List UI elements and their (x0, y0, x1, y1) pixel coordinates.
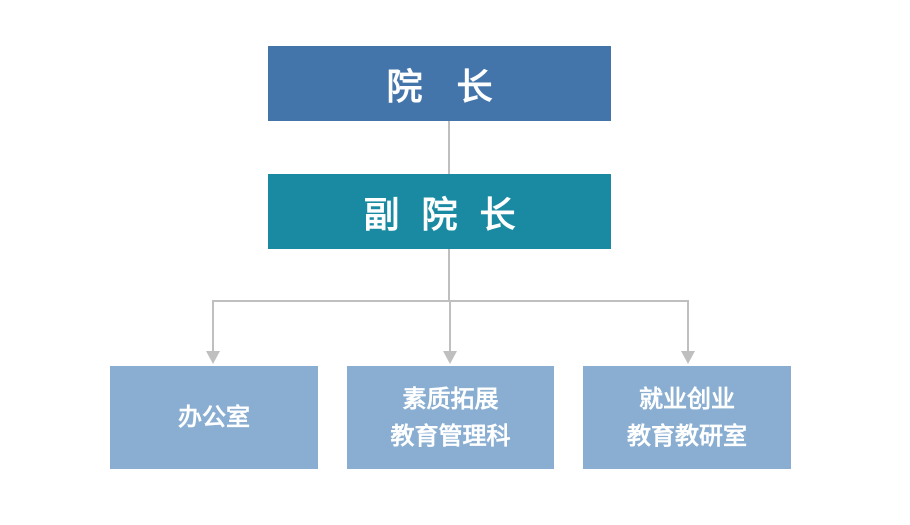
dept-3-line-2: 教育教研室 (627, 421, 747, 450)
arrowhead-dept-3 (681, 351, 695, 364)
dept-2-line-1: 素质拓展 (402, 384, 499, 413)
office-label: 办公室 (178, 403, 250, 431)
dept-2-line-2: 教育管理科 (390, 421, 511, 450)
vice-dean-label: 副院长 (363, 194, 538, 236)
box-employment-entrepreneurship-teaching-research: 就业创业 教育教研室 (583, 366, 791, 469)
arrowhead-dept-1 (206, 351, 220, 364)
box-dean: 院长 (268, 46, 611, 121)
box-vice-dean: 副院长 (268, 174, 611, 249)
dept-3-line-1: 就业创业 (639, 384, 735, 413)
dean-label: 院长 (386, 66, 527, 108)
box-office: 办公室 (110, 366, 318, 469)
arrowhead-dept-2 (443, 351, 457, 364)
box-quality-expansion-education-management: 素质拓展 教育管理科 (347, 366, 554, 469)
